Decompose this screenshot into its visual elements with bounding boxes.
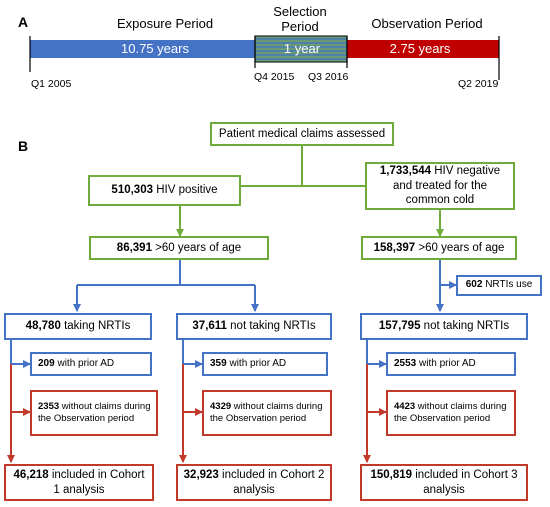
timeline-graphic [29,35,500,80]
exposure-duration: 10.75 years [121,41,189,56]
hiv-negative-box: 1,733,544 HIV negative and treated for t… [365,162,515,210]
cohort1-no-claims-text: without claims during the Observation pe… [38,401,151,424]
age-left-box: 86,391 >60 years of age [89,236,269,260]
date-q1-2005: Q1 2005 [31,78,72,90]
cohort1-included-text: included in Cohort 1 analysis [51,469,145,496]
cohort1-group-text: taking NRTIs [64,320,131,333]
cohort1-included-box: 46,218 included in Cohort 1 analysis [4,464,154,501]
cohort1-prior-ad-text: with prior AD [57,357,115,369]
cohort1-included-count: 46,218 [13,469,49,482]
cohort2-prior-ad-box: 359 with prior AD [202,352,328,376]
observation-duration: 2.75 years [389,41,451,56]
cohort3-included-box: 150,819 included in Cohort 3 analysis [360,464,528,501]
cohort1-prior-ad-count: 209 [38,357,55,369]
date-q2-2019: Q2 2019 [458,78,499,90]
cohort3-no-claims-box: 4423 without claims during the Observati… [386,390,516,436]
hiv-positive-box: 510,303 HIV positive [88,175,241,206]
cohort2-group-text: not taking NRTIs [230,320,316,333]
cohort3-group-count: 157,795 [378,320,421,333]
observation-bar [347,40,499,58]
hiv-negative-text: HIV negative and treated for the common … [393,165,501,207]
hiv-negative-count: 1,733,544 [379,165,432,178]
cohort3-included-text: included in Cohort 3 analysis [415,469,518,496]
age-right-text: >60 years of age [418,241,505,254]
age-right-count: 158,397 [373,241,416,254]
age-right-box: 158,397 >60 years of age [361,236,517,260]
cohort1-prior-ad-box: 209 with prior AD [30,352,152,376]
cohort1-group-box: 48,780 taking NRTIs [4,313,152,340]
hiv-positive-count: 510,303 [111,184,153,197]
cohort3-prior-ad-box: 2553 with prior AD [386,352,516,376]
cohort2-included-text: included in Cohort 2 analysis [222,469,325,496]
selection-title-line1: Selection [273,4,327,19]
hiv-positive-text: HIV positive [156,184,218,197]
cohort3-group-box: 157,795 not taking NRTIs [360,313,528,340]
panel-a-letter: A [18,14,29,30]
nrti-use-text: NRTIs use [485,279,533,291]
cohort3-no-claims-text: without claims during the Observation pe… [394,401,507,424]
cohort2-no-claims-box: 4329 without claims during the Observati… [202,390,332,436]
cohort3-prior-ad-count: 2553 [394,357,417,369]
cohort2-no-claims-count: 4329 [210,401,232,413]
selection-bar [254,35,348,63]
cohort2-included-box: 32,923 included in Cohort 2 analysis [176,464,332,501]
selection-period-title: Selection Period [255,4,345,34]
cohort1-no-claims-count: 2353 [38,401,60,413]
date-q3-2016: Q3 2016 [308,71,349,83]
exposure-bar [30,40,255,58]
cohort1-group-count: 48,780 [25,320,61,333]
cohort3-included-count: 150,819 [370,469,413,482]
age-left-text: >60 years of age [155,241,242,254]
date-q4-2015: Q4 2015 [254,71,295,83]
cohort2-prior-ad-count: 359 [210,357,227,369]
selection-duration: 1 year [283,41,321,56]
age-left-count: 86,391 [116,241,152,254]
cohort3-group-text: not taking NRTIs [423,320,510,333]
panel-b-letter: B [18,138,29,154]
cohort2-included-count: 32,923 [183,469,219,482]
nrti-use-count: 602 [465,279,483,291]
patient-claims-box: Patient medical claims assessed [210,122,394,146]
cohort2-group-box: 37,611 not taking NRTIs [176,313,332,340]
cohort3-prior-ad-text: with prior AD [419,357,476,369]
cohort2-group-count: 37,611 [192,320,227,333]
cohort1-no-claims-box: 2353 without claims during the Observati… [30,390,158,436]
cohort2-prior-ad-text: with prior AD [229,357,287,369]
selection-title-line2: Period [281,19,319,34]
observation-period-title: Observation Period [371,16,483,31]
exposure-period-title: Exposure Period [116,16,214,31]
cohort2-no-claims-text: without claims during the Observation pe… [210,401,323,424]
cohort3-no-claims-count: 4423 [394,401,416,413]
nrti-use-box: 602 NRTIs use [456,275,542,296]
